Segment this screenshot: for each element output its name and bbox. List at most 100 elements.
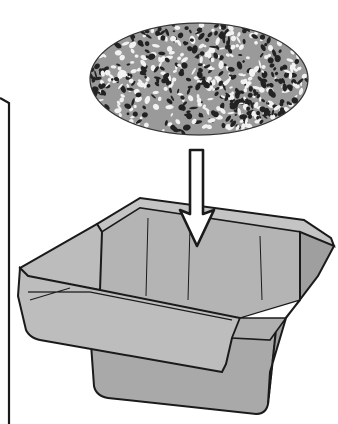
foam-pore — [164, 120, 168, 126]
foam-pore — [166, 46, 173, 52]
foam-pore — [131, 80, 136, 86]
foam-pore — [259, 39, 263, 42]
foam-pore — [118, 113, 122, 118]
foam-pore — [252, 85, 261, 90]
foam-pore — [201, 124, 208, 129]
foam-pore — [176, 92, 184, 96]
foam-pore — [98, 68, 102, 72]
foam-pore — [177, 56, 182, 61]
foam-pore — [271, 49, 277, 57]
foam-pore — [206, 108, 210, 116]
foam-pore — [283, 69, 291, 74]
foam-pore — [126, 63, 131, 66]
foam-pore — [242, 28, 247, 34]
foam-pore — [175, 119, 181, 125]
foam-pore — [253, 101, 259, 109]
foam-pore — [225, 31, 233, 37]
foam-pore — [165, 104, 174, 110]
tray-lip-edge-2 — [29, 287, 71, 301]
foam-pore — [140, 59, 147, 67]
foam-pore — [196, 94, 200, 100]
foam-pore — [116, 63, 121, 67]
foam-pore — [261, 98, 265, 103]
foam-pore — [143, 81, 148, 89]
foam-pore — [259, 34, 266, 40]
foam-pore — [163, 72, 170, 79]
foam-pore — [253, 91, 259, 96]
foam-pore — [111, 78, 114, 81]
foam-pore — [104, 69, 111, 76]
foam-pore — [274, 78, 279, 82]
foam-pore — [177, 32, 184, 39]
foam-pore — [196, 71, 203, 79]
foam-pore — [220, 23, 227, 30]
foam-pore — [180, 95, 185, 100]
foam-pore — [195, 30, 203, 35]
foam-pore — [240, 79, 247, 85]
foam-pore — [247, 114, 253, 119]
foam-pore — [260, 79, 267, 89]
foam-pore — [187, 85, 193, 89]
foam-pore — [198, 112, 204, 118]
foam-pore — [198, 23, 205, 28]
foam-pore — [250, 100, 254, 109]
foam-pore — [153, 76, 161, 80]
foam-pore — [117, 66, 122, 71]
foam-pore — [215, 37, 220, 45]
foam-pore — [267, 45, 274, 51]
foam-pore — [183, 101, 187, 106]
foam-pore — [229, 53, 234, 58]
foam-pore — [274, 55, 281, 63]
foam-pore — [216, 106, 221, 111]
foam-pore — [206, 76, 212, 81]
foam-pore — [144, 29, 150, 34]
foam-pore — [129, 41, 137, 49]
foam-pore — [218, 71, 224, 76]
foam-pore — [282, 64, 288, 70]
foam-pore — [180, 52, 184, 57]
foam-pore — [158, 51, 166, 56]
foam-pore — [144, 95, 151, 104]
foam-pore — [178, 104, 186, 111]
foam-pore — [220, 95, 226, 99]
foam-pore — [153, 66, 160, 73]
foam-pore — [164, 57, 170, 63]
foam-pore — [264, 55, 269, 60]
tray-right-lip — [230, 317, 288, 341]
foam-pore — [91, 76, 96, 83]
foam-pore — [146, 83, 151, 88]
foam-pore — [282, 83, 288, 92]
foam-pore — [145, 34, 152, 39]
foam-pore — [268, 82, 274, 88]
foam-pore — [219, 47, 225, 50]
foam-pore — [160, 71, 166, 75]
foam-pore — [202, 104, 206, 109]
foam-pore — [267, 102, 270, 105]
foam-pore — [224, 97, 229, 101]
foam-pore — [189, 29, 192, 34]
foam-pore — [94, 91, 101, 94]
foam-pore — [94, 63, 100, 70]
foam-pore — [260, 44, 266, 52]
foam-pore — [186, 88, 191, 95]
foam-pore — [140, 55, 148, 61]
foam-pore — [151, 94, 156, 99]
foam-pore — [139, 69, 147, 75]
tray-right-wall — [267, 230, 336, 405]
tray-lip-edge — [28, 291, 233, 321]
foam-pore — [278, 78, 283, 84]
foam-pore — [281, 77, 286, 84]
foam-pore — [266, 37, 271, 44]
foam-pore — [191, 45, 198, 54]
foam-pore — [214, 30, 218, 36]
foam-pore — [245, 56, 250, 60]
foam-pore — [189, 38, 194, 42]
foam-pore — [119, 97, 124, 103]
foam-pore — [107, 77, 112, 82]
foam-pore — [110, 65, 117, 69]
foam-pore — [193, 76, 199, 80]
foam-filter-icon — [89, 22, 309, 136]
foam-pore — [239, 102, 244, 105]
foam-pore — [201, 79, 207, 85]
foam-pore — [227, 47, 233, 54]
